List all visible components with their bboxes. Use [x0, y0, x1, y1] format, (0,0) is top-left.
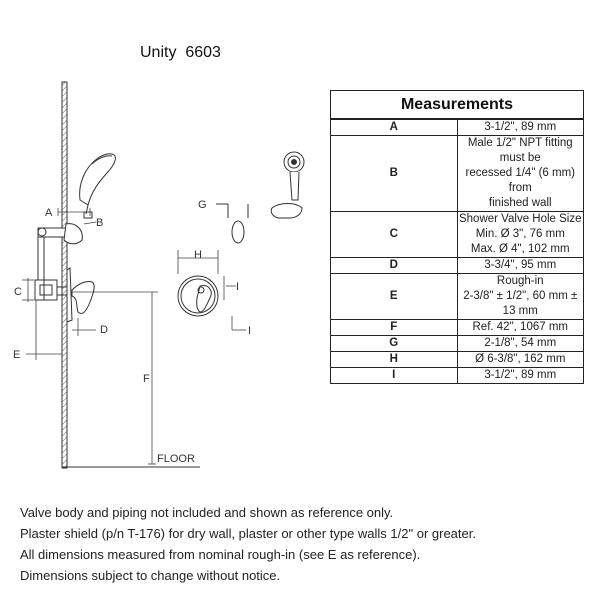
row-value: Ref. 42", 1067 mm: [456, 319, 584, 336]
table-row: A 3-1/2", 89 mm: [330, 118, 584, 136]
row-letter: I: [330, 367, 458, 384]
row-value-line: 2-3/8" ± 1/2", 60 mm ± 13 mm: [463, 290, 578, 317]
row-letter: G: [330, 335, 458, 352]
note-line: All dimensions measured from nominal rou…: [20, 547, 421, 562]
floor-label: FLOOR: [157, 453, 195, 465]
table-row: H Ø 6-3/8", 162 mm: [330, 351, 584, 368]
product-title: Unity 6603: [140, 44, 221, 61]
table-row: D 3-3/4", 95 mm: [330, 257, 584, 274]
holder-front: [270, 203, 303, 219]
dim-label-a: A: [45, 207, 53, 219]
note-line: Dimensions subject to change without not…: [20, 568, 281, 583]
table-row: F Ref. 42", 1067 mm: [330, 319, 584, 336]
row-letter: C: [330, 211, 458, 258]
table-row: I 3-1/2", 89 mm: [330, 367, 584, 384]
table-row: B Male 1/2" NPT fitting must be recessed 1…: [330, 135, 584, 212]
dim-label-f: F: [143, 373, 150, 385]
dim-label-i-top: I: [236, 281, 239, 293]
row-value-line: 3-1/2", 89 mm: [484, 369, 557, 381]
row-letter: E: [330, 273, 458, 320]
table-row: G 2-1/8", 54 mm: [330, 335, 584, 352]
row-value-line: finished wall: [488, 197, 552, 209]
row-value-line: 3-1/2", 89 mm: [484, 121, 557, 133]
row-letter: D: [330, 257, 458, 274]
row-value: Rough-in 2-3/8" ± 1/2", 60 mm ± 13 mm: [456, 273, 584, 320]
arm-front: [216, 203, 249, 244]
dim-label-h: H: [194, 249, 202, 261]
row-value: 3-1/2", 89 mm: [456, 367, 584, 384]
row-value-line: Ref. 42", 1067 mm: [472, 321, 569, 333]
row-letter: F: [330, 319, 458, 336]
row-value-line: recessed 1/4" (6 mm) from: [465, 167, 576, 194]
row-value-line: Max. Ø 4", 102 mm: [470, 243, 570, 255]
wall: [61, 81, 68, 469]
row-value-line: Male 1/2" NPT fitting must be: [467, 137, 573, 164]
row-value-line: 3-3/4", 95 mm: [484, 259, 557, 271]
row-letter: A: [330, 118, 458, 136]
valve-trim: [66, 267, 95, 323]
dim-label-d: D: [100, 324, 108, 336]
dim-label-b: B: [96, 217, 103, 229]
supply-elbow: [37, 223, 83, 300]
dim-label-e: E: [13, 349, 20, 361]
front-elevation: [177, 151, 305, 331]
row-value-line: Ø 6-3/8", 162 mm: [475, 353, 566, 365]
dim-label-c: C: [14, 286, 22, 298]
hand-shower: [79, 153, 116, 219]
row-value: 2-1/8", 54 mm: [456, 335, 584, 352]
hand-shower-front: [283, 151, 305, 201]
row-value: 3-1/2", 89 mm: [456, 118, 584, 136]
side-elevation: [22, 81, 200, 469]
valve-escutcheon-front: [177, 275, 219, 317]
row-value-line: Rough-in: [496, 275, 544, 287]
row-value-line: Shower Valve Hole Size: [458, 213, 582, 225]
dim-label-g: G: [198, 199, 207, 211]
dimension-lines: [22, 208, 158, 465]
valve-body: [34, 279, 68, 301]
notes: Valve body and piping not included and s…: [20, 502, 590, 586]
dim-label-i-bottom: I: [248, 325, 251, 337]
table-header: Measurements: [330, 90, 584, 120]
note-line: Plaster shield (p/n T-176) for dry wall,…: [20, 526, 476, 541]
row-value-line: Min. Ø 3", 76 mm: [475, 228, 565, 240]
row-value: Ø 6-3/8", 162 mm: [456, 351, 584, 368]
row-letter: H: [330, 351, 458, 368]
front-dimension-lines: [177, 250, 246, 331]
row-value-line: 2-1/8", 54 mm: [484, 337, 557, 349]
row-value: Male 1/2" NPT fitting must be recessed 1/…: [456, 135, 584, 212]
table-row: E Rough-in 2-3/8" ± 1/2", 60 mm ± 13 mm: [330, 273, 584, 320]
row-letter: B: [330, 135, 458, 212]
note-line: Valve body and piping not included and s…: [20, 505, 394, 520]
row-value: 3-3/4", 95 mm: [456, 257, 584, 274]
